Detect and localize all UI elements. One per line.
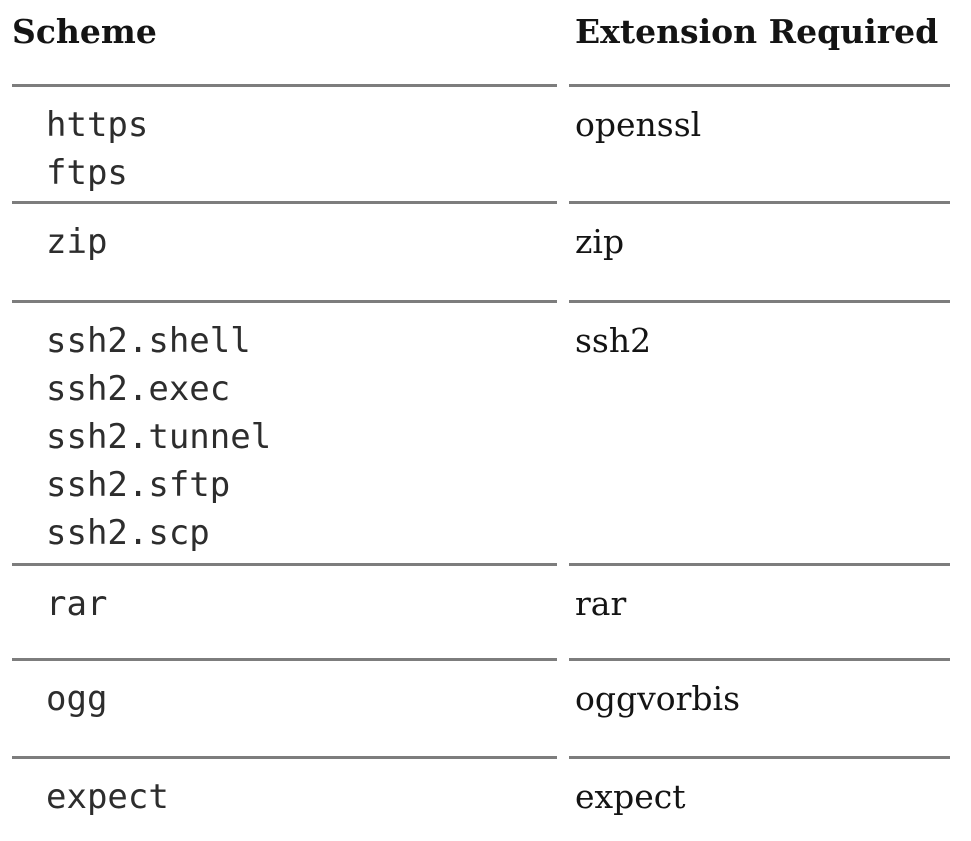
extension-cell: oggvorbis	[569, 661, 950, 759]
table-row: ogg oggvorbis	[12, 661, 950, 759]
scheme-value: ssh2.scp	[46, 513, 210, 553]
scheme-value: ogg	[46, 679, 108, 719]
scheme-value: zip	[46, 222, 108, 262]
scheme-cell: expect	[12, 759, 557, 841]
scheme-value: ftps	[46, 153, 128, 193]
column-header-extension-required: Extension Required	[569, 0, 950, 87]
scheme-value: ssh2.tunnel	[46, 417, 272, 457]
scheme-value: ssh2.sftp	[46, 465, 231, 505]
table-row: zip zip	[12, 204, 950, 303]
extension-cell: zip	[569, 204, 950, 303]
extension-cell: expect	[575, 777, 686, 816]
scheme-cell: zip	[12, 204, 557, 303]
scheme-value: ssh2.exec	[46, 369, 231, 409]
scheme-value: ssh2.shell	[46, 321, 251, 361]
scheme-cell: https ftps	[12, 87, 557, 204]
scheme-value: https	[46, 105, 149, 145]
scheme-value: rar	[46, 584, 108, 624]
table-row: ssh2.shell ssh2.exec ssh2.tunnel ssh2.sf…	[12, 303, 950, 566]
scheme-cell: ogg	[12, 661, 557, 759]
header-row: Scheme Extension Required	[12, 0, 950, 87]
table-row: expect expect	[12, 759, 950, 841]
table-row: https ftps openssl	[12, 87, 950, 204]
extension-cell: openssl	[569, 87, 950, 204]
table-row: rar rar	[12, 566, 950, 661]
scheme-cell: rar	[12, 566, 557, 661]
extension-cell: ssh2	[569, 303, 950, 566]
column-header-scheme: Scheme	[12, 0, 557, 87]
scheme-cell: ssh2.shell ssh2.exec ssh2.tunnel ssh2.sf…	[12, 303, 557, 566]
extension-cell: rar	[569, 566, 950, 661]
scheme-value: expect	[46, 777, 169, 817]
